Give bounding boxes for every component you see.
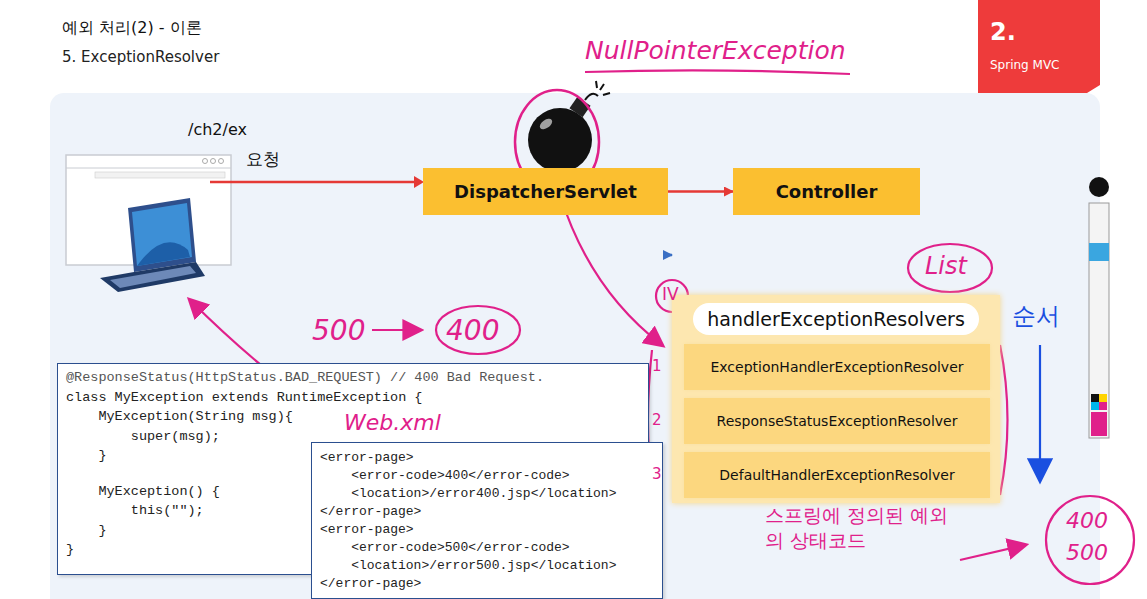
- annotation: 500: [312, 314, 365, 347]
- subtitle: 5. ExceptionResolver: [62, 48, 219, 66]
- order-arrow: [1039, 345, 1041, 478]
- callout-number: 3: [652, 465, 662, 483]
- callout-number: 2: [652, 411, 662, 429]
- resolver-box: DefaultHandlerExceptionResolver: [684, 452, 990, 498]
- url-label: /ch2/ex: [188, 120, 247, 139]
- browser-illustration: [66, 155, 231, 292]
- annotation: 순서: [1012, 300, 1060, 332]
- annotation: 400: [1066, 508, 1108, 533]
- resolver-box: ExceptionHandlerExceptionResolver: [684, 344, 990, 390]
- xml-box: <error-page> <error-code>400</error-code…: [311, 442, 663, 599]
- page-title: 예외 처리(2) - 이론: [62, 18, 202, 39]
- chapter-name: Spring MVC: [990, 58, 1059, 72]
- resolver-box: ResponseStatusExceptionResolver: [684, 398, 990, 444]
- callout-number: 1: [652, 357, 662, 375]
- code-line: </error-page>: [320, 575, 654, 593]
- annotation: IV: [662, 284, 679, 304]
- code-line: <error-code>400</error-code>: [320, 467, 654, 485]
- code-line: </error-page>: [320, 503, 654, 521]
- annotation: Web.xml: [342, 410, 443, 435]
- code-line: @ResponseStatus(HttpStatus.BAD_REQUEST) …: [66, 368, 640, 388]
- request-label: 요청: [246, 148, 280, 171]
- panel: [50, 93, 1100, 599]
- toolbar: [1089, 177, 1109, 438]
- resolver-list-box: handlerExceptionResolversExceptionHandle…: [672, 295, 1000, 503]
- code-line: <error-page>: [320, 521, 654, 539]
- request-arrow: [210, 181, 414, 184]
- annotation: List: [925, 252, 967, 280]
- annotation: 500: [1066, 540, 1108, 565]
- code-line: <location>/error400.jsp</location>: [320, 485, 654, 503]
- code-line: <error-code>500</error-code>: [320, 539, 654, 557]
- node-label: Controller: [776, 181, 878, 202]
- connector: [668, 254, 672, 257]
- node-label: DefaultHandlerExceptionResolver: [719, 467, 954, 483]
- node-label: handlerExceptionResolvers: [693, 303, 979, 335]
- annotation: NullPointerException: [585, 36, 846, 65]
- chapter-number: 2.: [990, 18, 1016, 46]
- code-line: class MyException extends RuntimeExcepti…: [66, 388, 640, 408]
- dispatcher-box: DispatcherServlet: [423, 168, 668, 215]
- connector: [668, 190, 733, 193]
- annotation: 400: [446, 314, 499, 347]
- node-label: ResponseStatusExceptionResolver: [717, 413, 958, 429]
- node-label: DispatcherServlet: [454, 181, 637, 202]
- code-line: <error-page>: [320, 449, 654, 467]
- node-label: ExceptionHandlerExceptionResolver: [710, 359, 963, 375]
- code-line: <location>/error500.jsp</location>: [320, 557, 654, 575]
- annotation: 스프링에 정의된 예외의 상태코드: [765, 503, 955, 552]
- controller-box: Controller: [733, 168, 920, 215]
